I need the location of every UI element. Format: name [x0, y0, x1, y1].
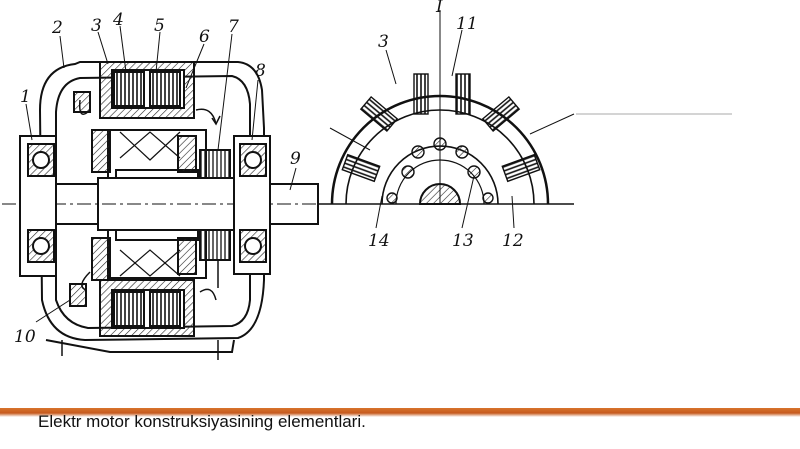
motor-longitudinal-section — [2, 25, 340, 360]
terminal-part-bottom — [69, 283, 87, 307]
stator-coil-top-right — [455, 73, 471, 115]
label-1: 1 — [20, 87, 31, 107]
stator-coil-top-left — [413, 73, 429, 115]
caption-bar — [0, 408, 800, 449]
label-I: I — [435, 0, 443, 17]
label-10: 10 — [14, 327, 36, 347]
terminal-part-top — [73, 91, 91, 113]
stator-winding-bottom-coil-right — [149, 291, 181, 327]
stator-coil-low-right — [501, 153, 541, 183]
stator-coil-left — [359, 95, 399, 133]
rotor-bars-top — [119, 131, 181, 161]
label-3: 3 — [91, 16, 102, 36]
end-ring-right-bottom — [177, 237, 197, 275]
stator-coil-low-left — [341, 153, 381, 183]
right-bearing-ball-top — [244, 151, 262, 169]
stator-winding-bottom-coil-left — [113, 291, 145, 327]
part-labels: 1 2 3 4 5 6 7 8 9 10 3 I 11 14 13 12 — [14, 0, 524, 347]
airflow-arrow-inlet-bottom — [81, 271, 91, 291]
label-11: 11 — [456, 14, 478, 34]
airflow-arrow-inlet-left — [78, 99, 91, 115]
label-2: 2 — [51, 18, 63, 38]
label-7: 7 — [228, 17, 239, 37]
label-12: 12 — [502, 231, 524, 251]
stator-winding-top-coil-right — [149, 71, 181, 107]
left-bearing-ball-top — [32, 151, 50, 169]
right-bearing-ball-bottom — [244, 237, 262, 255]
label-14: 14 — [368, 231, 390, 251]
stator-coil-right — [481, 95, 521, 133]
label-9: 9 — [290, 149, 301, 169]
rotor-slots — [386, 137, 494, 204]
label-5: 5 — [154, 16, 165, 36]
cross-leader-lines — [329, 29, 575, 229]
airflow-arrow-bottom — [199, 288, 217, 301]
stator-winding-top-coil-left — [113, 71, 145, 107]
label-13: 13 — [452, 231, 474, 251]
housing-inner-wall — [55, 74, 251, 330]
label-6: 6 — [199, 27, 210, 47]
shaft-shoulder — [97, 177, 239, 231]
label-4: 4 — [112, 10, 124, 30]
leader-lines — [25, 25, 297, 323]
left-bearing-ball-bottom — [32, 237, 50, 255]
airflow-arrow-top — [195, 108, 217, 125]
airflow-arrowhead-top — [211, 115, 221, 126]
mounting-feet — [45, 339, 235, 353]
label-8: 8 — [255, 61, 266, 81]
end-ring-left-bottom — [91, 237, 111, 281]
caption-text: Elektr motor konstruksiyasining elementl… — [38, 412, 366, 431]
motor-cross-section — [318, 10, 732, 229]
end-ring-right-top — [177, 135, 197, 173]
rotor-bars-bottom — [119, 249, 181, 277]
end-ring-left-top — [91, 129, 111, 173]
label-3-cross: 3 — [378, 32, 389, 52]
